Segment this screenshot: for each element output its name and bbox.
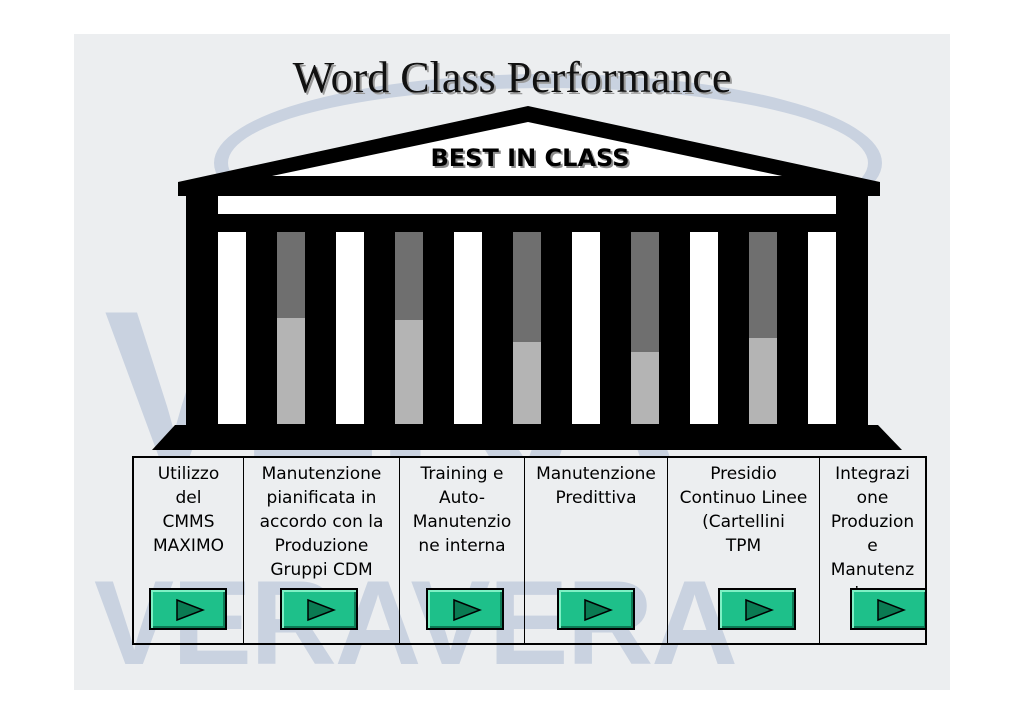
pillar-text-line: ne interna	[418, 536, 506, 556]
pillar-text-line: Produzione	[274, 536, 369, 556]
pillar-text-line: TPM	[725, 536, 762, 556]
pillar-cell: Manutenzione pianificata in accordo con la…	[244, 458, 400, 643]
play-icon	[745, 598, 774, 622]
play-icon	[453, 598, 482, 622]
pediment-label: BEST IN CLASS	[430, 144, 630, 172]
temple-column	[454, 232, 482, 424]
pillar-text-line: one	[856, 488, 889, 508]
play-button[interactable]	[557, 588, 635, 630]
temple-column	[808, 232, 836, 424]
pillar-text: IntegrazioneProduzioneManutenzione	[820, 462, 925, 606]
temple-column	[218, 232, 246, 424]
pillar-text-line: MAXIMO	[152, 536, 224, 556]
temple-base	[152, 425, 902, 450]
pillar-text-line: Integrazi	[835, 464, 910, 484]
play-button[interactable]	[426, 588, 504, 630]
pillar-text-line: Training e	[420, 464, 504, 484]
page-title: Word Class Performance	[292, 53, 732, 102]
pillar-text-line: pianificata in	[266, 488, 377, 508]
pillar-text-line: Manutenzione	[261, 464, 382, 484]
play-button[interactable]	[280, 588, 358, 630]
temple-frieze	[218, 196, 836, 214]
pillar-text-line: Predittiva	[555, 488, 637, 508]
temple-pediment-inner	[272, 122, 782, 176]
play-icon	[877, 598, 906, 622]
pillar-text-line: Presidio	[710, 464, 777, 484]
play-button[interactable]	[718, 588, 796, 630]
temple-column-lower	[277, 318, 305, 424]
pillar-text-line: Produzion	[830, 512, 915, 532]
pillar-text-line: Gruppi CDM	[270, 560, 373, 580]
temple-column-lower	[749, 338, 777, 424]
temple-column-lower	[395, 320, 423, 424]
temple-column-lower	[631, 352, 659, 424]
pillar-text: Manutenzione pianificata in accordo con la…	[244, 462, 399, 582]
play-button[interactable]	[850, 588, 925, 630]
temple-column	[336, 232, 364, 424]
play-icon	[176, 598, 205, 622]
play-button[interactable]	[149, 588, 227, 630]
pillar-text-line: accordo con la	[259, 512, 384, 532]
pillar-text-line: Utilizzo	[157, 464, 220, 484]
temple-column-lower	[513, 342, 541, 424]
pillar-cell: Training e Auto- Manutenzio ne interna	[400, 458, 525, 643]
pillar-text-line: Auto-	[439, 488, 485, 508]
temple-column	[690, 232, 718, 424]
pillar-text-line: CMMS	[162, 512, 215, 532]
pillar-text: Training e Auto- Manutenzio ne interna	[400, 462, 524, 558]
pillar-text-line: e	[867, 536, 878, 556]
pillar-text-line: Manutenz	[830, 560, 915, 580]
pillar-text-line: del	[175, 488, 202, 508]
pillar-text-line: (Cartellini	[702, 512, 785, 532]
play-icon	[307, 598, 336, 622]
pillar-text-line: Manutenzione	[536, 464, 656, 484]
pillar-text-line: Continuo Linee	[679, 488, 808, 508]
play-icon	[584, 598, 613, 622]
temple-column	[572, 232, 600, 424]
pillar-cell: IntegrazioneProduzioneManutenzione	[820, 458, 925, 643]
pillar-text-line: Manutenzio	[412, 512, 512, 532]
